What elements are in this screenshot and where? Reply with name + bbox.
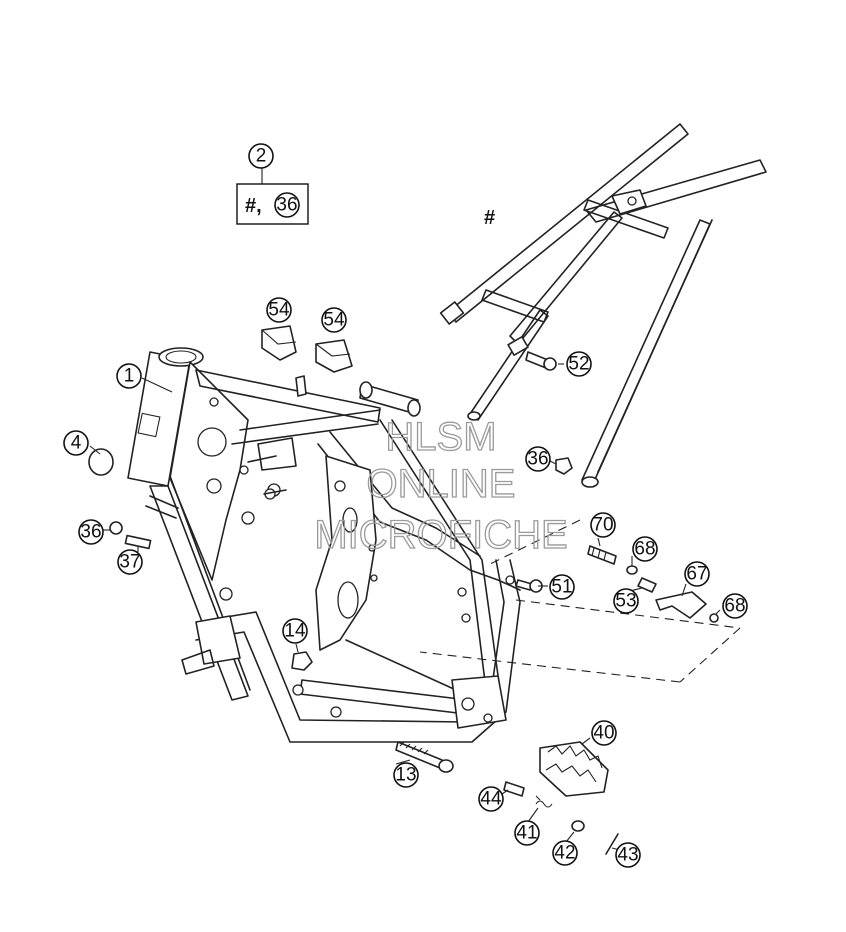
callout-41: 41 <box>514 820 540 846</box>
svg-text:54: 54 <box>268 300 290 321</box>
washer-42 <box>571 820 585 832</box>
cover-pad-left <box>261 325 297 361</box>
bushing-53 <box>637 577 657 593</box>
watermark: HLSM ONLINE MICROFICHE <box>314 414 569 557</box>
svg-text:53: 53 <box>615 591 636 612</box>
callout-54-left: 54 <box>266 297 292 323</box>
callout-51: 51 <box>549 574 575 600</box>
spring-41 <box>535 795 553 808</box>
svg-text:2: 2 <box>256 146 267 167</box>
svg-text:13: 13 <box>395 765 416 786</box>
svg-text:37: 37 <box>119 552 140 573</box>
svg-text:43: 43 <box>617 845 638 866</box>
callout-67: 67 <box>684 561 710 587</box>
svg-text:44: 44 <box>480 789 502 810</box>
svg-text:1: 1 <box>124 366 135 387</box>
svg-text:41: 41 <box>516 823 537 844</box>
svg-text:68: 68 <box>724 596 745 617</box>
callout-53: 53 <box>613 588 639 614</box>
callout-1: 1 <box>116 363 142 389</box>
stud-left <box>124 534 152 550</box>
svg-text:70: 70 <box>592 515 613 536</box>
callout-70: 70 <box>590 512 616 538</box>
callout-2: 2 <box>248 143 274 169</box>
svg-text:68: 68 <box>634 539 655 560</box>
callout-43: 43 <box>615 842 641 868</box>
svg-text:54: 54 <box>323 310 345 331</box>
svg-text:14: 14 <box>284 621 306 642</box>
svg-text:67: 67 <box>686 564 707 585</box>
svg-text:40: 40 <box>593 723 614 744</box>
svg-text:52: 52 <box>568 354 589 375</box>
svg-text:51: 51 <box>551 577 572 598</box>
nut-36-right <box>555 457 573 475</box>
svg-text:42: 42 <box>554 843 575 864</box>
callout-44: 44 <box>478 786 504 812</box>
nut-14 <box>291 651 313 671</box>
svg-text:4: 4 <box>71 433 82 454</box>
callout-40: 40 <box>591 720 617 746</box>
svg-text:36: 36 <box>527 449 548 470</box>
callout-36-right: 36 <box>525 446 551 472</box>
callout-36-box: 36 <box>274 192 300 218</box>
callout-13: 13 <box>393 762 419 788</box>
cotter-pin-43 <box>605 833 619 855</box>
main-frame <box>127 347 521 743</box>
kit-box-hash: #, <box>245 195 262 217</box>
pin-44 <box>503 781 525 797</box>
subframe-hash-label: # <box>484 207 495 229</box>
callout-42: 42 <box>552 840 578 866</box>
callout-68-upper: 68 <box>632 536 658 562</box>
bolt-51 <box>515 579 533 591</box>
pin-70 <box>587 545 617 565</box>
callout-14: 14 <box>282 618 308 644</box>
kit-box <box>236 183 309 225</box>
callout-68-lower: 68 <box>722 593 748 619</box>
bracket-67 <box>655 591 707 619</box>
callout-54-right: 54 <box>321 307 347 333</box>
frame-cap <box>88 448 114 476</box>
subframe: # <box>439 123 767 488</box>
leader-lines <box>89 168 721 851</box>
svg-text:36: 36 <box>80 522 101 543</box>
watermark-line-1: HLSM <box>385 415 496 459</box>
nut-left <box>109 521 123 535</box>
callout-37: 37 <box>117 549 143 575</box>
washer-68a <box>626 565 638 575</box>
watermark-line-3: MICROFICHE <box>314 513 567 557</box>
callout-4: 4 <box>63 430 89 456</box>
callout-52: 52 <box>566 351 592 377</box>
watermark-line-2: ONLINE <box>367 462 516 506</box>
svg-text:36: 36 <box>276 195 297 216</box>
washer-68b <box>709 613 719 623</box>
callout-36-left: 36 <box>78 519 104 545</box>
